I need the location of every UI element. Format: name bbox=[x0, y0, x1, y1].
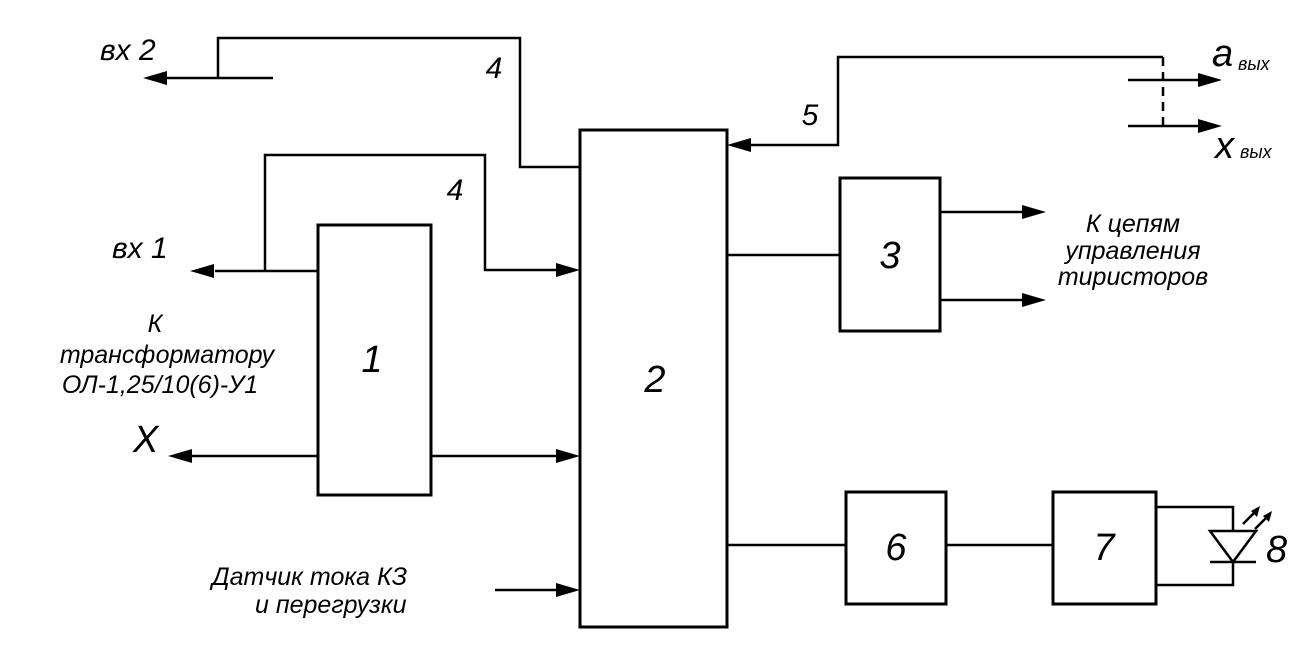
block-6-number: 6 bbox=[885, 527, 907, 569]
block3-output-1 bbox=[940, 205, 1046, 219]
output-x-out-label: x bbox=[1213, 125, 1236, 167]
transformer-label-line2: трансформатору bbox=[60, 341, 276, 369]
output-x-arrow bbox=[168, 449, 318, 463]
block-7 bbox=[1051, 490, 1158, 606]
wire-4-top bbox=[143, 36, 580, 169]
block-3-number: 3 bbox=[879, 235, 900, 277]
sensor-input-arrow bbox=[495, 583, 580, 597]
thyristor-label-line3: тиристоров bbox=[1058, 263, 1208, 291]
output-x-out-sub: вых bbox=[1240, 142, 1273, 162]
wire-4-mid-number: 4 bbox=[447, 174, 464, 207]
wire-4-mid bbox=[263, 153, 580, 277]
block-6 bbox=[844, 490, 948, 606]
output-a-sub: вых bbox=[1238, 54, 1271, 74]
wire-block1-to-block2 bbox=[431, 449, 580, 463]
led-number: 8 bbox=[1266, 529, 1287, 571]
thyristor-label-line1: К цепям bbox=[1086, 210, 1180, 238]
led-diode-icon bbox=[1207, 529, 1259, 565]
block-1-number: 1 bbox=[361, 339, 382, 381]
block-2 bbox=[578, 128, 729, 629]
thyristor-label-line2: управления bbox=[1063, 237, 1200, 265]
output-in1-arrow bbox=[190, 264, 318, 278]
block-1 bbox=[316, 223, 433, 497]
input-2-label: вх 2 bbox=[100, 34, 156, 67]
wire-5-number: 5 bbox=[802, 99, 819, 132]
block-3 bbox=[838, 176, 942, 333]
output-a-arrow bbox=[1128, 73, 1222, 87]
sensor-label-line1: Датчик тока КЗ bbox=[209, 563, 407, 591]
output-x-out-arrow bbox=[1128, 119, 1222, 133]
led-light-rays-icon bbox=[1242, 506, 1272, 530]
wire-block7-to-led bbox=[1156, 505, 1235, 587]
output-x-label: X bbox=[132, 419, 160, 461]
block3-output-2 bbox=[940, 293, 1046, 307]
transformer-label-line3: ОЛ-1,25/10(6)-У1 bbox=[62, 371, 258, 399]
block-7-number: 7 bbox=[1093, 527, 1116, 569]
block-2-number: 2 bbox=[643, 359, 665, 401]
input-1-label: вх 1 bbox=[112, 232, 168, 265]
wire-4-top-number: 4 bbox=[486, 52, 503, 85]
transformer-label-line1: К bbox=[148, 310, 164, 338]
wire-5 bbox=[727, 55, 1163, 152]
sensor-label-line2: и перегрузки bbox=[255, 591, 407, 619]
output-a-label: a bbox=[1212, 33, 1233, 75]
